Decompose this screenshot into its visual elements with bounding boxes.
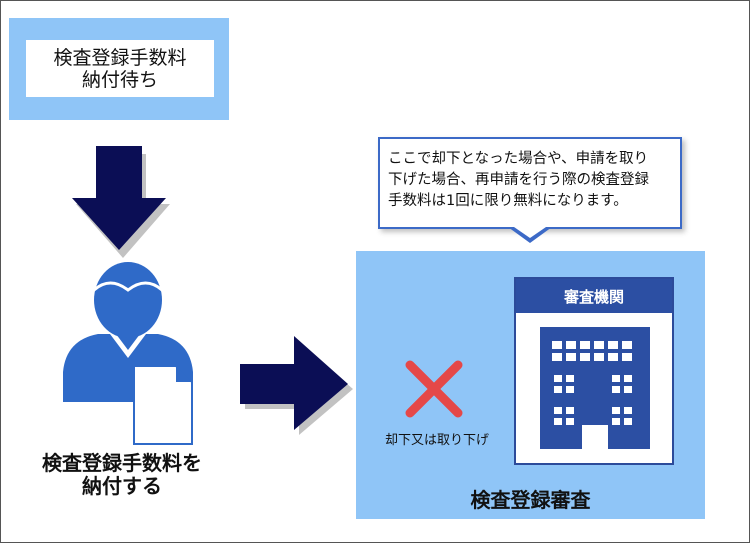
building-icon xyxy=(540,327,650,449)
status-label: 検査登録手数料 納付待ち xyxy=(26,40,214,97)
note-line-2: 下げた場合、再申請を行う際の検査登録 xyxy=(388,172,649,188)
note-callout: ここで却下となった場合や、申請を取り 下げた場合、再申請を行う際の検査登録 手数… xyxy=(378,137,682,229)
right-arrow-icon xyxy=(240,336,353,435)
action-caption: 検査登録手数料を 納付する xyxy=(12,452,232,498)
document-icon xyxy=(133,365,193,445)
down-arrow-icon xyxy=(72,146,170,258)
status-line-2: 納付待ち xyxy=(81,68,158,91)
agency-card: 審査機関 xyxy=(514,277,674,465)
status-box: 検査登録手数料 納付待ち xyxy=(9,18,229,120)
note-text: ここで却下となった場合や、申請を取り 下げた場合、再申請を行う際の検査登録 手数… xyxy=(388,149,678,212)
action-line-1: 検査登録手数料を xyxy=(42,451,202,475)
status-line-1: 検査登録手数料 xyxy=(53,46,187,69)
review-title: 検査登録審査 xyxy=(470,488,591,512)
agency-header: 審査機関 xyxy=(516,279,672,313)
rejection-label: 却下又は取り下げ xyxy=(384,433,489,448)
cross-icon xyxy=(405,360,463,418)
action-line-2: 納付する xyxy=(82,474,162,498)
note-line-1: ここで却下となった場合や、申請を取り xyxy=(388,151,649,167)
callout-tail xyxy=(508,227,552,243)
note-line-3: 手数料は1回に限り無料になります。 xyxy=(388,193,628,209)
